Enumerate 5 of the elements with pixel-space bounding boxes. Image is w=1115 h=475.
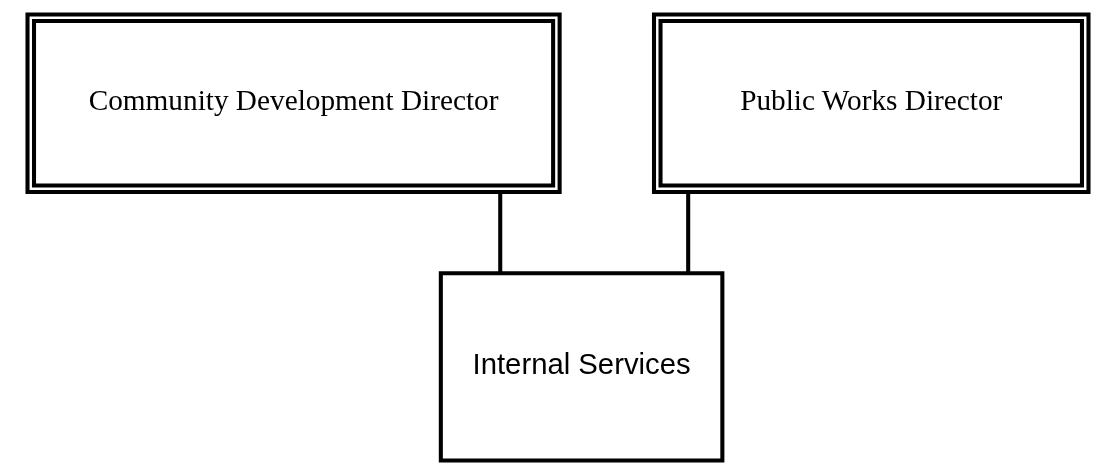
node-box: Public Works Director	[651, 12, 1091, 194]
connector	[685, 192, 690, 274]
node-box: Community Development Director	[24, 12, 562, 194]
connector	[497, 192, 502, 274]
node-box: Internal Services	[438, 271, 724, 463]
